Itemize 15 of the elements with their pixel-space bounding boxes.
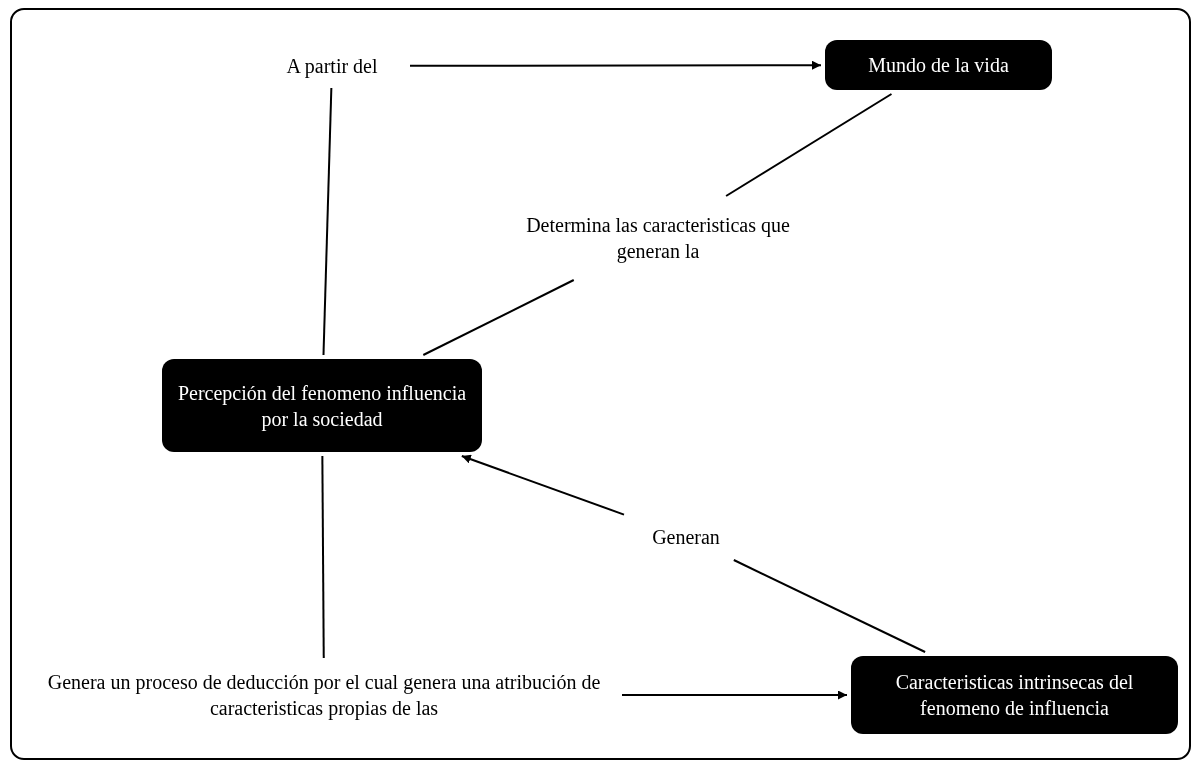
linking-phrase: Generan [632, 522, 740, 552]
connector-line [732, 559, 927, 653]
connector-line [422, 279, 575, 356]
arrow [621, 690, 848, 700]
connector-line [321, 455, 325, 659]
linking-phrase: A partir del [262, 52, 402, 80]
concept-box: Mundo de la vida [825, 40, 1052, 90]
concept-box: Caracteristicas intrinsecas del fenomeno de influencia [851, 656, 1178, 734]
arrow [409, 60, 822, 70]
connector-line [322, 87, 333, 356]
connector-line [725, 93, 893, 197]
concept-box: Percepción del fenomeno influencia por la sociedad [162, 359, 482, 452]
linking-phrase: Genera un proceso de deducción por el cual genera una atribución de caracteristicas propias de las [34, 666, 614, 724]
arrow [460, 454, 625, 516]
linking-phrase: Determina las caracteristicas que generan la [502, 204, 814, 272]
